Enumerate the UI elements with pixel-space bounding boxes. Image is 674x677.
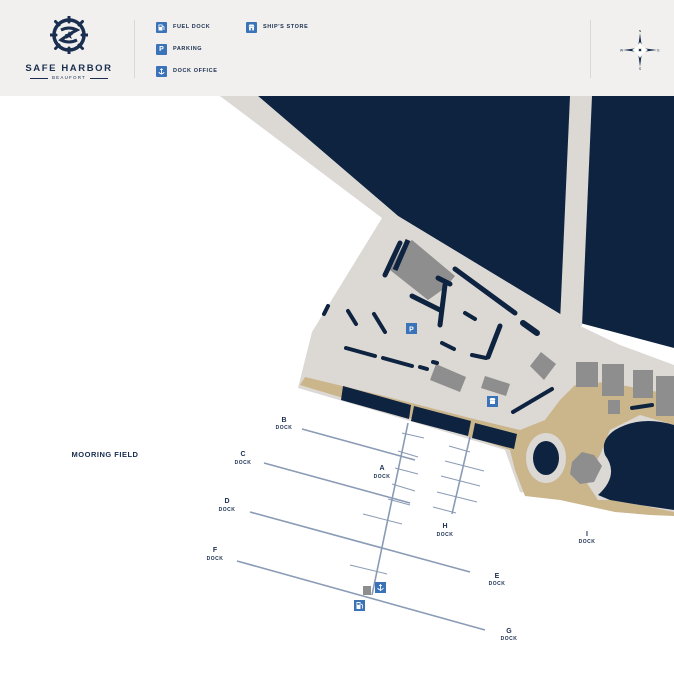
building xyxy=(530,352,556,380)
store-icon xyxy=(489,398,496,404)
compass-north: N xyxy=(639,30,642,33)
building xyxy=(633,370,653,398)
lagoon-water xyxy=(598,421,674,510)
anchor-icon xyxy=(156,65,167,77)
header-divider xyxy=(590,20,591,78)
svg-text:G: G xyxy=(506,628,512,635)
dock-office-building xyxy=(363,586,371,595)
legend-label: SHIP'S STORE xyxy=(263,24,309,30)
mooring-field-label: MOORING FIELD xyxy=(72,450,139,459)
svg-text:E: E xyxy=(495,573,500,580)
ship-wheel-icon xyxy=(50,16,88,54)
building xyxy=(576,362,598,387)
legend-label: FUEL DOCK xyxy=(173,24,211,30)
dock-slips xyxy=(349,432,485,575)
dock-b-label[interactable]: B DOCK xyxy=(276,417,293,431)
roundabout-pond xyxy=(533,441,559,475)
map-header: SAFE HARBOR BEAUFORT FUEL DOCK P PARKING xyxy=(0,0,674,96)
compass-south: S xyxy=(639,67,642,70)
fuel-pump-icon xyxy=(156,21,167,33)
brand-location: BEAUFORT xyxy=(51,75,87,80)
fuel-pump-icon xyxy=(356,602,361,609)
brand-name: SAFE HARBOR xyxy=(25,63,113,74)
bulkhead-dock xyxy=(472,423,517,449)
legend-ships-store[interactable]: SHIP'S STORE xyxy=(246,21,308,33)
svg-text:D: D xyxy=(224,498,229,505)
dock-f-label[interactable]: F DOCK xyxy=(207,547,224,562)
svg-text:DOCK: DOCK xyxy=(207,556,224,562)
legend-dock-office[interactable]: DOCK OFFICE xyxy=(156,65,218,77)
svg-text:DOCK: DOCK xyxy=(276,425,293,431)
building xyxy=(608,400,620,414)
svg-text:DOCK: DOCK xyxy=(437,532,454,538)
parking-icon: P xyxy=(156,43,167,55)
svg-text:DOCK: DOCK xyxy=(219,507,236,513)
svg-text:B: B xyxy=(281,417,286,424)
compass-west: W xyxy=(620,48,624,52)
bulkhead-dock xyxy=(341,386,411,419)
compass-rose-icon: N E S W xyxy=(620,30,660,70)
svg-text:DOCK: DOCK xyxy=(235,460,252,466)
north-pier xyxy=(560,96,592,326)
dock-h-label[interactable]: H DOCK xyxy=(437,523,454,538)
parking-rows xyxy=(322,240,654,414)
building xyxy=(430,364,466,392)
bulkhead-dock xyxy=(411,406,471,436)
dock-e-label[interactable]: E DOCK xyxy=(489,573,506,587)
main-building xyxy=(390,240,455,300)
svg-text:F: F xyxy=(213,547,218,554)
dock-d-label[interactable]: D DOCK xyxy=(219,498,236,513)
svg-text:DOCK: DOCK xyxy=(501,636,518,642)
svg-text:DOCK: DOCK xyxy=(489,581,506,587)
svg-text:I: I xyxy=(586,531,588,538)
svg-text:DOCK: DOCK xyxy=(579,539,596,545)
svg-text:A: A xyxy=(379,465,384,472)
dock-piers xyxy=(236,422,486,631)
building xyxy=(656,376,674,416)
brand-rule-left xyxy=(30,78,48,79)
parking-marker-glyph: P xyxy=(409,327,414,334)
marina-map: P MOORING FIELD B DOCK C DOCK A DOCK D D… xyxy=(72,96,674,642)
legend-fuel-dock[interactable]: FUEL DOCK xyxy=(156,21,210,33)
svg-text:C: C xyxy=(240,451,245,458)
safe-harbor-logo[interactable]: SAFE HARBOR BEAUFORT xyxy=(24,16,114,82)
legend-label: PARKING xyxy=(173,46,203,52)
brand-rule-right xyxy=(90,78,108,79)
svg-text:DOCK: DOCK xyxy=(374,474,391,480)
building xyxy=(570,452,602,484)
building xyxy=(602,364,624,396)
anchor-icon xyxy=(377,584,384,591)
dock-c-label[interactable]: C DOCK xyxy=(235,451,252,466)
dock-a-label[interactable]: A DOCK xyxy=(374,465,391,480)
header-divider xyxy=(134,20,135,78)
parking-marker[interactable] xyxy=(406,323,417,334)
compass-east: E xyxy=(657,48,660,52)
store-icon xyxy=(246,21,257,33)
dock-i-label[interactable]: I DOCK xyxy=(579,531,596,545)
dock-g-label[interactable]: G DOCK xyxy=(501,628,518,642)
legend-parking[interactable]: P PARKING xyxy=(156,43,202,55)
legend-label: DOCK OFFICE xyxy=(173,68,218,74)
svg-text:H: H xyxy=(442,523,447,530)
building xyxy=(481,376,510,396)
